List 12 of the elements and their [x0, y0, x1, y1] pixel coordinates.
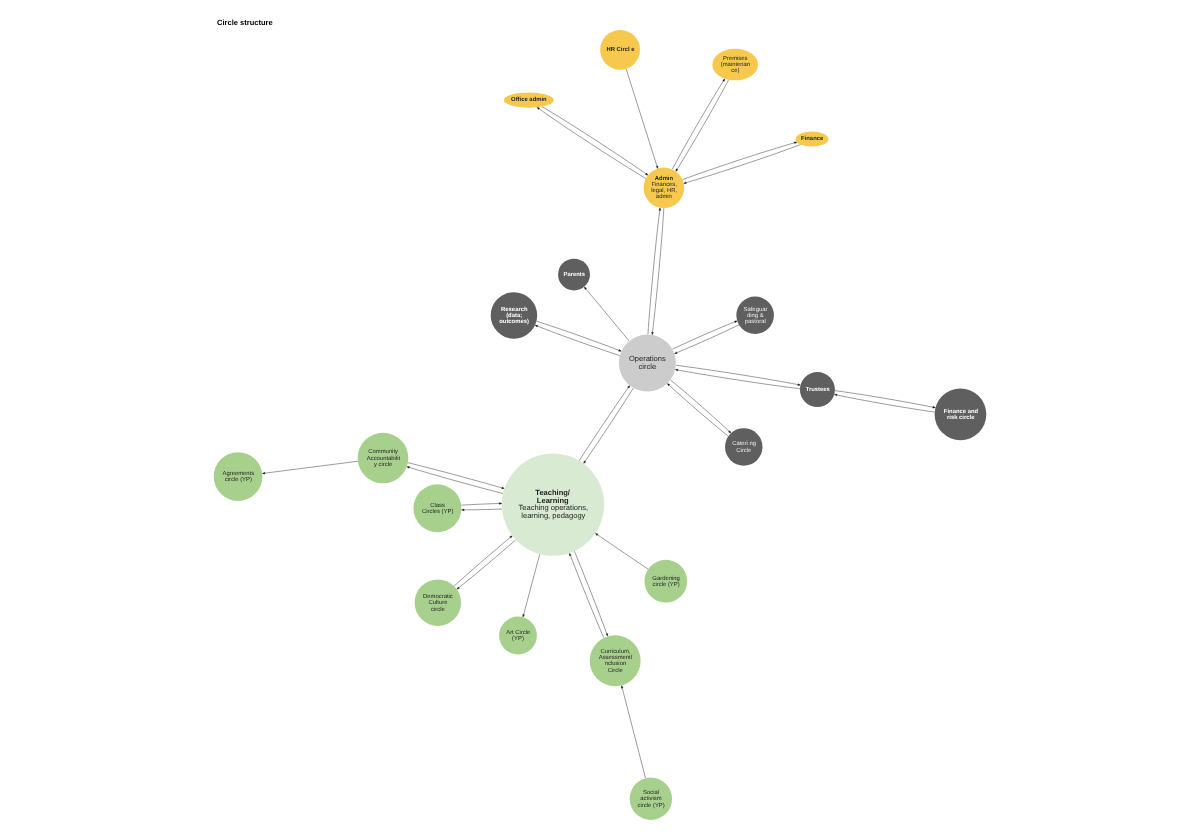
arrow	[406, 466, 504, 494]
arrow	[461, 502, 503, 506]
arrow	[621, 685, 646, 779]
arrow	[461, 508, 503, 511]
arrow	[522, 553, 540, 618]
arrow	[625, 68, 659, 169]
arrow	[647, 207, 661, 335]
arrow	[651, 207, 665, 336]
arrow	[595, 533, 649, 570]
arrow	[407, 462, 505, 489]
arrow	[262, 461, 359, 475]
arrow	[584, 286, 630, 342]
